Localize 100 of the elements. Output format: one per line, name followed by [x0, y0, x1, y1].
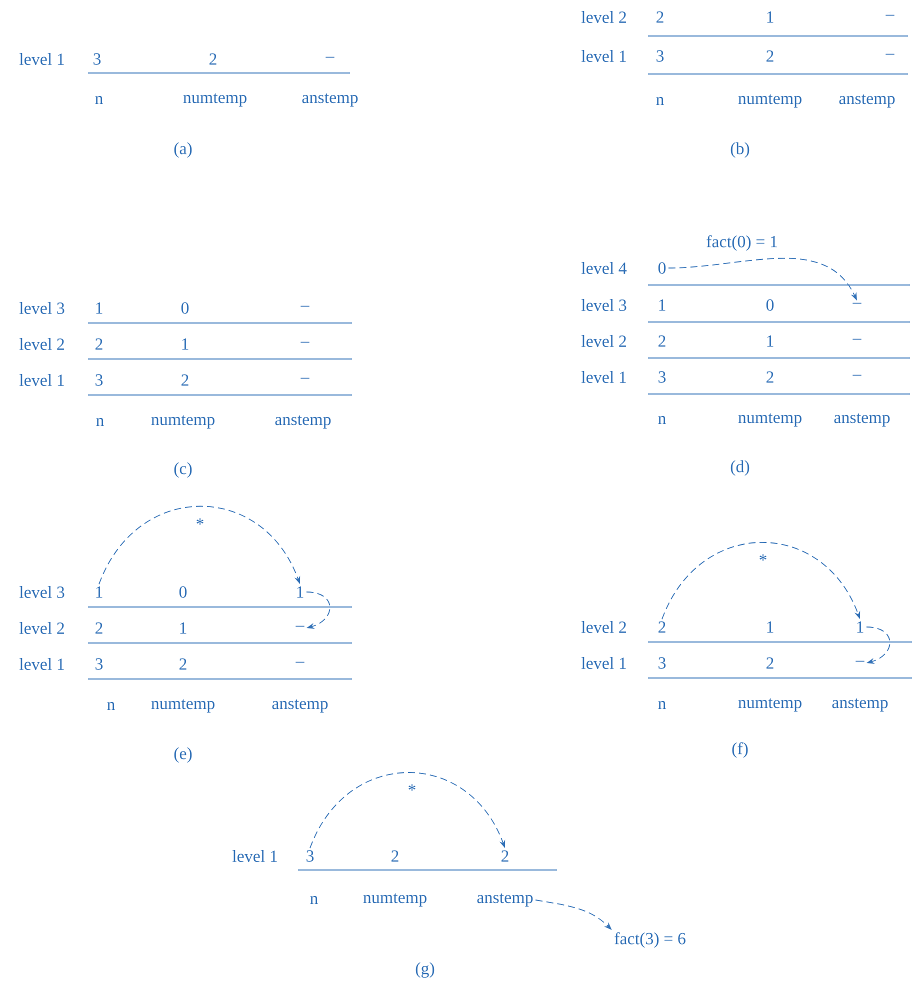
level-label: level 1	[19, 374, 64, 386]
column-header: numtemp	[363, 893, 426, 907]
cell-value: 2	[656, 11, 664, 23]
panel-caption: (g)	[416, 962, 434, 978]
cell-value: 2	[502, 850, 508, 862]
column-header: numtemp	[738, 94, 802, 108]
cell-value: 3	[96, 374, 103, 386]
cell-value: 2	[658, 335, 666, 347]
cell-value: 1	[180, 622, 186, 634]
column-header: n	[656, 97, 664, 105]
cell-value: –	[886, 54, 894, 55]
column-header: anstemp	[477, 893, 533, 907]
level-label: level 1	[581, 657, 626, 669]
edge-label: fact(0) = 1	[705, 234, 779, 252]
panel-caption: (f)	[732, 742, 748, 758]
cell-value: –	[856, 660, 864, 662]
panel-caption: (c)	[174, 462, 192, 478]
cell-value: 3	[306, 850, 314, 862]
cell-value: 1	[297, 586, 304, 598]
level-label: level 3	[19, 302, 64, 314]
dashed-arrow	[98, 506, 300, 585]
panel-caption: (e)	[174, 747, 192, 763]
level-label: level 2	[581, 335, 626, 347]
cell-value: –	[326, 56, 334, 58]
level-label: level 1	[581, 50, 626, 62]
cell-value: 1	[96, 302, 102, 314]
cell-value: 0	[179, 586, 187, 598]
cell-value: 0	[181, 302, 189, 314]
result-text: fact(3) = 6	[614, 932, 686, 948]
edge-label: *	[758, 553, 768, 567]
cell-value: 0	[658, 262, 666, 274]
column-header: numtemp	[151, 699, 214, 713]
cell-value: –	[300, 342, 310, 343]
cell-value: 3	[94, 53, 101, 65]
column-header: n	[96, 418, 104, 426]
cell-value: 2	[766, 50, 774, 62]
column-header: numtemp	[183, 93, 246, 107]
cell-value: –	[852, 374, 862, 376]
column-header: anstemp	[832, 698, 888, 712]
level-label: level 2	[19, 622, 64, 634]
column-header: numtemp	[151, 415, 214, 429]
cell-value: 2	[210, 53, 216, 65]
cell-value: 3	[656, 50, 664, 62]
cell-value: 3	[96, 658, 103, 670]
dashed-arrow	[306, 592, 330, 629]
dashed-arrow	[866, 626, 890, 664]
dashed-arrow	[662, 542, 860, 620]
column-header: anstemp	[302, 93, 358, 107]
level-label: level 1	[581, 371, 626, 383]
column-header: numtemp	[738, 698, 802, 712]
column-header: anstemp	[834, 413, 890, 427]
cell-value: 2	[96, 622, 102, 634]
level-label: level 2	[19, 338, 64, 350]
column-header: n	[658, 416, 666, 424]
level-label: level 1	[232, 850, 277, 862]
cell-value: 2	[766, 657, 774, 669]
level-label: level 4	[581, 262, 627, 274]
cell-value: –	[300, 378, 310, 379]
level-label: level 2	[581, 11, 626, 23]
edge-label: *	[406, 783, 418, 797]
cell-value: 2	[658, 621, 666, 633]
column-header: anstemp	[272, 699, 328, 713]
panel-caption: (d)	[730, 460, 750, 476]
column-header: n	[310, 896, 318, 904]
cell-value: –	[296, 662, 304, 663]
column-header: numtemp	[738, 413, 802, 427]
cell-value: 1	[182, 338, 188, 350]
panel-caption: (b)	[730, 142, 750, 158]
column-header: anstemp	[839, 94, 895, 108]
panel-caption: (a)	[174, 142, 192, 158]
cell-value: 1	[96, 586, 102, 598]
cell-value: 0	[766, 299, 774, 311]
cell-value: 1	[659, 299, 666, 311]
cell-value: –	[852, 302, 862, 304]
cell-value: –	[886, 14, 894, 16]
cell-value: –	[296, 626, 304, 627]
cell-value: –	[852, 338, 862, 340]
level-label: level 3	[581, 299, 626, 311]
cell-value: 1	[767, 621, 774, 633]
cell-value: 2	[766, 371, 774, 383]
cell-value: 1	[857, 621, 864, 633]
edge-label: *	[194, 517, 206, 531]
column-header: n	[95, 96, 103, 104]
level-label: level 3	[19, 586, 64, 598]
level-label: level 1	[19, 53, 64, 65]
column-header: anstemp	[275, 415, 331, 429]
cell-value: 2	[96, 338, 102, 350]
column-header: n	[107, 702, 115, 710]
dashed-arrow	[310, 772, 506, 849]
cell-value: 1	[767, 11, 774, 23]
level-label: level 1	[19, 658, 64, 670]
cell-value: 2	[182, 374, 188, 386]
level-label: level 2	[581, 621, 626, 633]
cell-value: 2	[180, 658, 186, 670]
column-header: n	[658, 701, 666, 709]
cell-value: 2	[392, 850, 398, 862]
cell-value: 1	[767, 335, 774, 347]
cell-value: 3	[658, 657, 666, 669]
cell-value: –	[300, 306, 310, 307]
cell-value: 3	[658, 371, 666, 383]
